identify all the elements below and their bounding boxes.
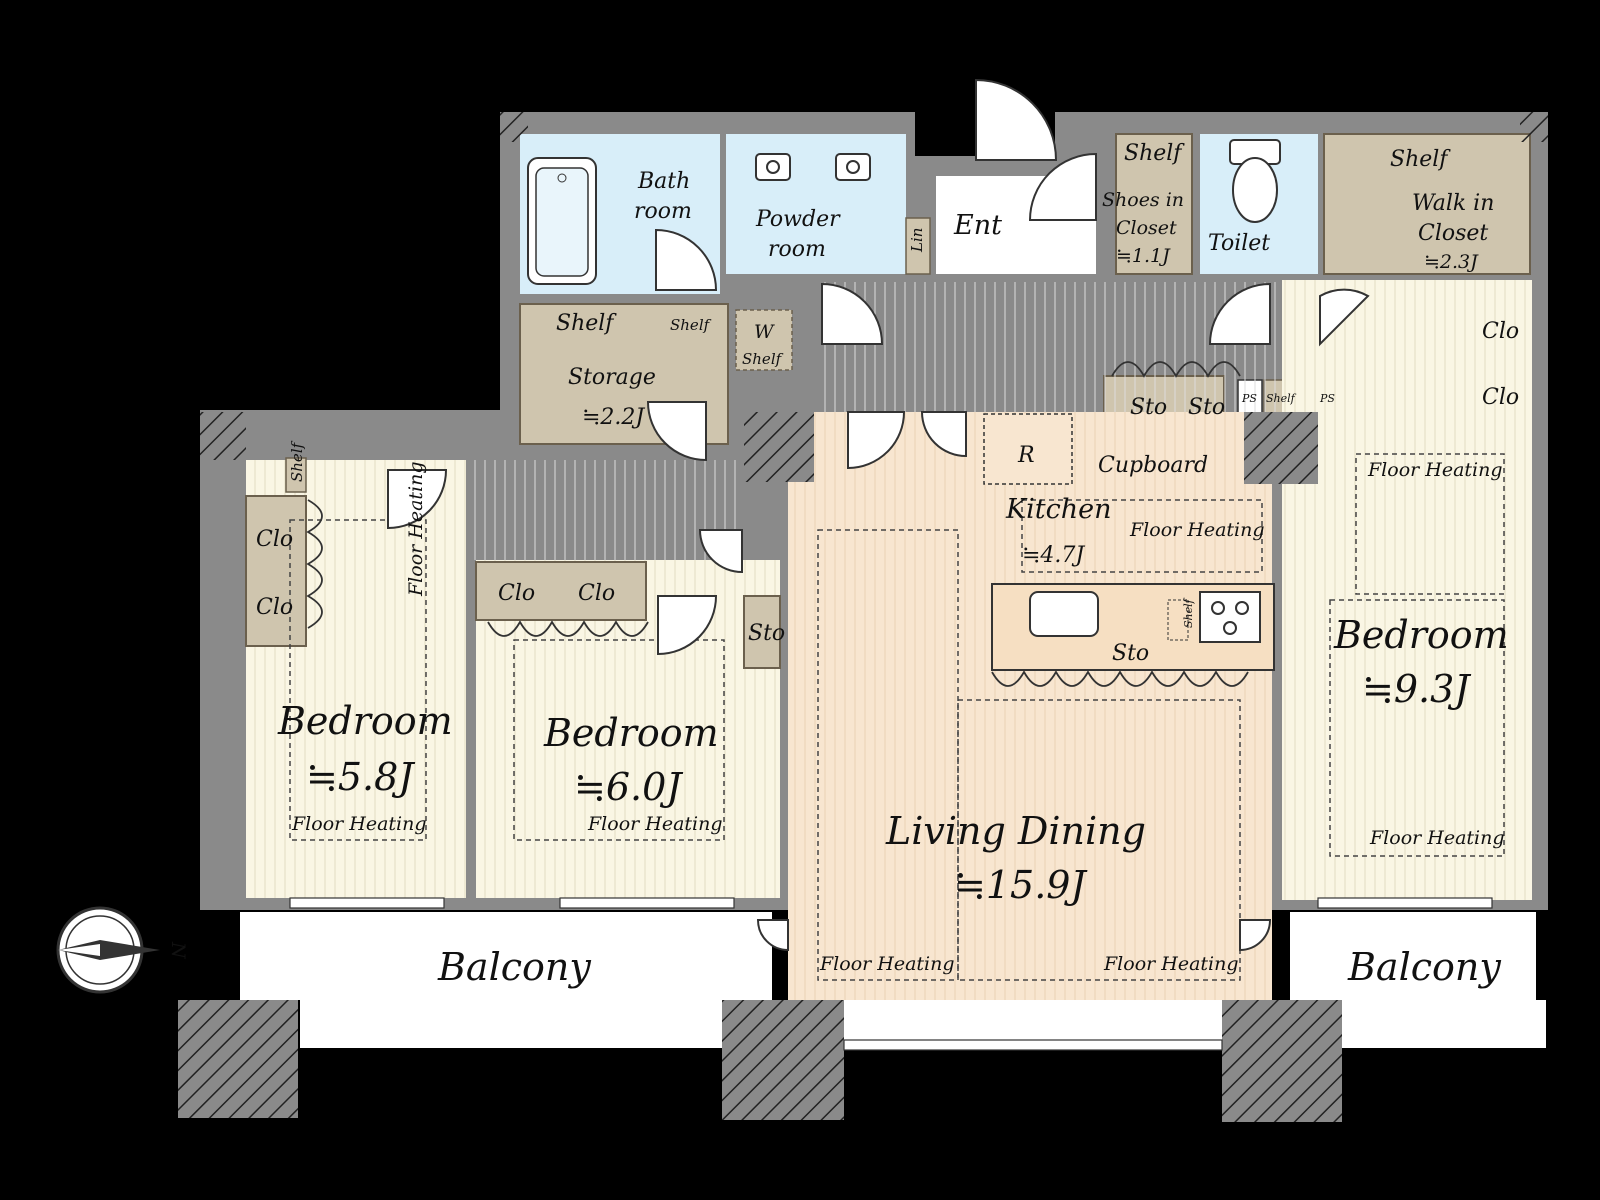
island-shelf-label: Shelf [1182, 597, 1195, 628]
bedroom-b-label: Bedroom [543, 711, 719, 755]
shoes-label-1: Shoes in [1102, 189, 1184, 211]
balcony-left [240, 912, 772, 1000]
wic-label-1: Walk in [1412, 191, 1494, 216]
cupboard-label: Cupboard [1098, 453, 1208, 478]
pillar-hatch-icon [178, 112, 1548, 1122]
kitchen-size: ≒4.7J [1022, 543, 1085, 568]
bedroom-b-sto: Sto [748, 621, 785, 646]
sink-icon [755, 153, 871, 181]
living-size: ≒15.9J [954, 863, 1087, 907]
shoes-shelf-label: Shelf [1124, 141, 1185, 166]
living-label: Living Dining [885, 809, 1146, 853]
fridge-space [983, 413, 1073, 485]
bedroom-b-clo-2: Clo [578, 581, 615, 606]
bedroom-a-heating: Floor Heating [291, 813, 427, 835]
bath-label-2: room [634, 199, 692, 224]
ps-label-1: PS [1241, 392, 1257, 405]
balcony-right-label: Balcony [1347, 945, 1501, 989]
windows [289, 897, 1493, 1051]
closet-doors [306, 361, 1249, 687]
bedroom-c-label: Bedroom [1333, 613, 1509, 657]
bedroom-a-heating-vertical: Floor Heating [405, 461, 427, 597]
wic-label-2: Closet [1418, 221, 1488, 246]
kitchen-sink-icon [1029, 591, 1099, 637]
wic-size: ≒2.3J [1424, 251, 1479, 273]
storage-shelf-b: Shelf [670, 316, 712, 334]
bedroom-c-heating-bottom: Floor Heating [1369, 827, 1505, 849]
washer-shelf-label: Shelf [742, 350, 784, 368]
bedroom-a-shelf: Shelf [288, 440, 306, 482]
storage-size: ≒2.2J [582, 405, 645, 430]
living-heating-right: Floor Heating [1103, 953, 1239, 975]
powder-label-2: room [768, 237, 826, 262]
room-labels: Bath room Powder room Lin Ent Shelf Shoe… [256, 141, 1519, 989]
bedroom-a-clo-1: Clo [256, 527, 293, 552]
compass-label: N [167, 941, 189, 960]
ps-shelf-label: Shelf [1266, 392, 1297, 405]
living-heating-left: Floor Heating [819, 953, 955, 975]
ps-label-2: PS [1319, 392, 1335, 405]
bedroom-c-clo-1: Clo [1482, 319, 1519, 344]
storage-shelf-a: Shelf [556, 311, 617, 336]
hall-sto-1: Sto [1130, 395, 1167, 420]
wic-shelf-label: Shelf [1390, 147, 1451, 172]
bedroom-a-size: ≒5.8J [306, 755, 415, 799]
entrance-label: Ent [953, 210, 1002, 241]
bedroom-c-heating-top: Floor Heating [1367, 459, 1503, 481]
bedroom-b-heating: Floor Heating [587, 813, 723, 835]
island-sto-label: Sto [1112, 641, 1149, 666]
north-arrow-icon [56, 906, 160, 994]
hallway-bedrooms [466, 460, 742, 560]
shoes-label-2: Closet [1116, 217, 1177, 239]
bedroom-a-clo-2: Clo [256, 595, 293, 620]
hall-sto-2: Sto [1188, 395, 1225, 420]
powder-label-1: Powder [755, 207, 841, 232]
kitchen-label: Kitchen [1005, 494, 1112, 525]
toilet-icon [1229, 139, 1281, 223]
washer-label: W [754, 321, 775, 343]
fridge-label: R [1017, 443, 1035, 468]
bedroom-c-clo-2: Clo [1482, 385, 1519, 410]
cooktop-icon [1199, 591, 1261, 643]
balcony-left-label: Balcony [437, 945, 591, 989]
bath-label-1: Bath [637, 169, 690, 194]
toilet-label: Toilet [1208, 231, 1270, 256]
lin-label: Lin [908, 228, 926, 253]
door-swing-icon [387, 78, 1370, 952]
bedroom-b-clo-1: Clo [498, 581, 535, 606]
bedroom-a-label: Bedroom [277, 699, 453, 743]
kitchen-heating: Floor Heating [1129, 519, 1265, 541]
bedroom-c-size: ≒9.3J [1362, 667, 1471, 711]
shoes-size: ≒1.1J [1116, 245, 1171, 267]
storage-label: Storage [568, 365, 656, 390]
bedroom-b-size: ≒6.0J [574, 765, 683, 809]
floor-heating-zones [289, 453, 1505, 981]
balcony-right [1290, 912, 1536, 1000]
